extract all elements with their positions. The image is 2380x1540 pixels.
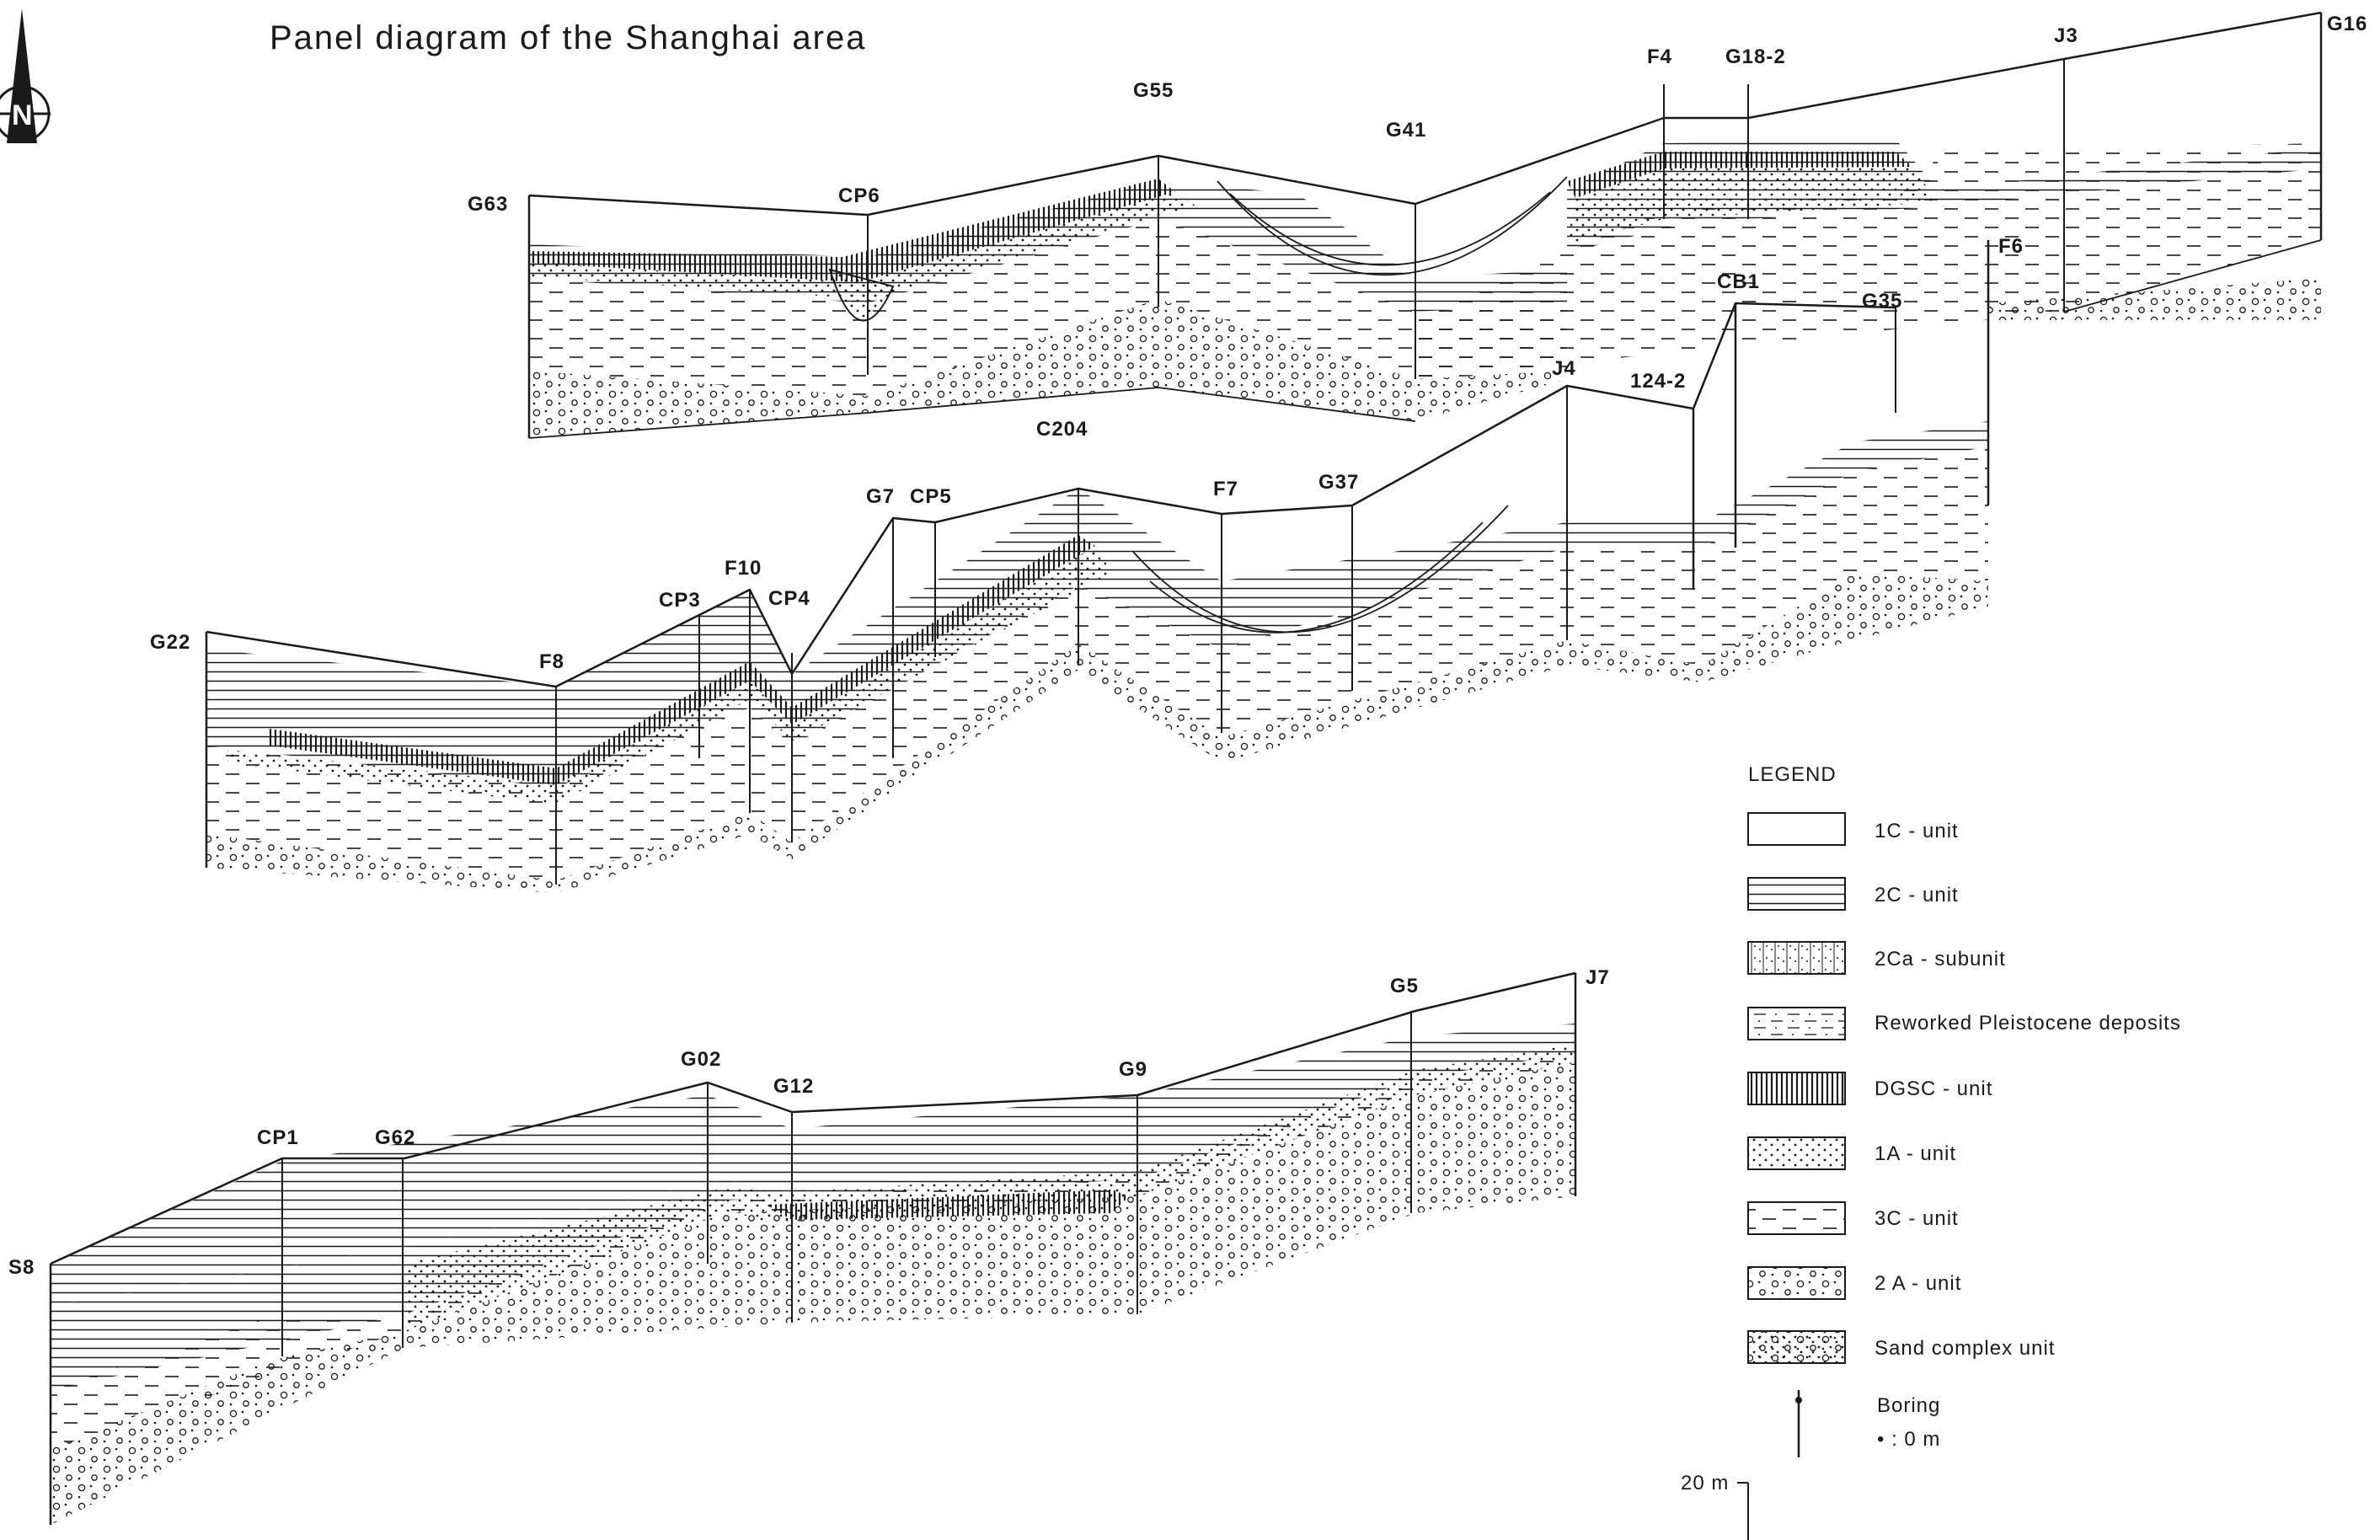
boring-label: G55 bbox=[1133, 79, 1174, 102]
upper-panel bbox=[527, 11, 2322, 439]
borings-middle: G22 F8 CP3 F10 CP4 G7 CP5 C204 F7 G37 bbox=[150, 418, 1359, 885]
boring-label: G16 bbox=[2327, 13, 2367, 35]
boring-label: CP4 bbox=[768, 587, 810, 610]
legend-label-reworked: Reworked Pleistocene deposits bbox=[1875, 1012, 2181, 1035]
compass-letter: N bbox=[12, 99, 33, 131]
boring-label: F6 bbox=[1998, 235, 2024, 258]
legend-swatch-2ca bbox=[1747, 941, 1846, 975]
legend-label-3c: 3C - unit bbox=[1875, 1207, 1959, 1230]
boring-label: S8 bbox=[8, 1256, 35, 1279]
legend: LEGEND 1C - unit 2C - unit 2Ca - subunit… bbox=[1747, 763, 2181, 1457]
legend-label-2ca: 2Ca - subunit bbox=[1875, 948, 2006, 971]
boring-label: CP6 bbox=[838, 184, 880, 207]
legend-swatch-reworked bbox=[1747, 1007, 1846, 1040]
legend-label-dgsc: DGSC - unit bbox=[1875, 1077, 1992, 1100]
borings-upper: G63 CP6 G55 G41 F4 G18-2 J3 G16 F6 CB1 G… bbox=[468, 13, 2367, 640]
legend-swatch-2c bbox=[1747, 877, 1846, 911]
boring-label: CP5 bbox=[910, 485, 952, 508]
boring-label: 124-2 bbox=[1630, 370, 1686, 393]
legend-label-2a: 2 A - unit bbox=[1875, 1272, 1961, 1295]
boring-symbol-icon bbox=[1795, 1390, 1802, 1457]
boring-label: G7 bbox=[866, 485, 895, 508]
boring-label: CP1 bbox=[257, 1126, 299, 1149]
boring-label: CB1 bbox=[1717, 270, 1760, 293]
legend-boring-label: Boring bbox=[1877, 1394, 1940, 1417]
boring-label: J3 bbox=[2054, 24, 2078, 47]
lower-panel bbox=[49, 971, 1577, 1525]
scale-bar: 20 m bbox=[1681, 1472, 1749, 1540]
borings-lower: S8 CP1 G62 G02 G12 G9 G5 J7 bbox=[8, 966, 1610, 1525]
boring-label: G41 bbox=[1386, 119, 1426, 142]
legend-label-sand-complex: Sand complex unit bbox=[1875, 1337, 2055, 1360]
boring-label: F10 bbox=[725, 557, 762, 580]
legend-boring-datum: • : 0 m bbox=[1877, 1428, 1940, 1451]
north-arrow-icon: N bbox=[0, 8, 51, 143]
upper-panel-east bbox=[1415, 13, 2323, 379]
boring-label: G02 bbox=[681, 1048, 721, 1071]
legend-heading: LEGEND bbox=[1748, 763, 1837, 786]
boring-label: G18-2 bbox=[1725, 45, 1786, 68]
legend-label-2c: 2C - unit bbox=[1875, 884, 1959, 906]
boring-label: G12 bbox=[773, 1075, 814, 1098]
boring-label: CP3 bbox=[659, 589, 701, 612]
boring-label: F4 bbox=[1647, 45, 1672, 68]
legend-swatch-3c bbox=[1747, 1201, 1846, 1235]
boring-label: G63 bbox=[468, 193, 508, 216]
scale-label: 20 m bbox=[1681, 1472, 1729, 1495]
boring-label: C204 bbox=[1036, 418, 1088, 441]
boring-label: G5 bbox=[1390, 975, 1419, 997]
boring-label: G35 bbox=[1862, 290, 1902, 313]
legend-swatch-1a bbox=[1747, 1136, 1846, 1170]
diagram-title: Panel diagram of the Shanghai area bbox=[270, 19, 866, 56]
legend-label-1c: 1C - unit bbox=[1875, 820, 1959, 842]
legend-label-1a: 1A - unit bbox=[1875, 1142, 1956, 1165]
boring-label: G9 bbox=[1119, 1058, 1147, 1081]
legend-swatch-dgsc bbox=[1747, 1072, 1846, 1105]
boring-label: G22 bbox=[150, 631, 190, 654]
boring-label: J4 bbox=[1552, 357, 1576, 380]
legend-swatch-1c bbox=[1747, 812, 1846, 846]
boring-label: F8 bbox=[539, 650, 564, 673]
boring-label: G37 bbox=[1318, 471, 1359, 494]
boring-label: J7 bbox=[1586, 966, 1610, 989]
boring-label: G62 bbox=[375, 1126, 415, 1149]
boring-label: F7 bbox=[1213, 478, 1238, 500]
legend-swatch-2a bbox=[1747, 1266, 1846, 1300]
